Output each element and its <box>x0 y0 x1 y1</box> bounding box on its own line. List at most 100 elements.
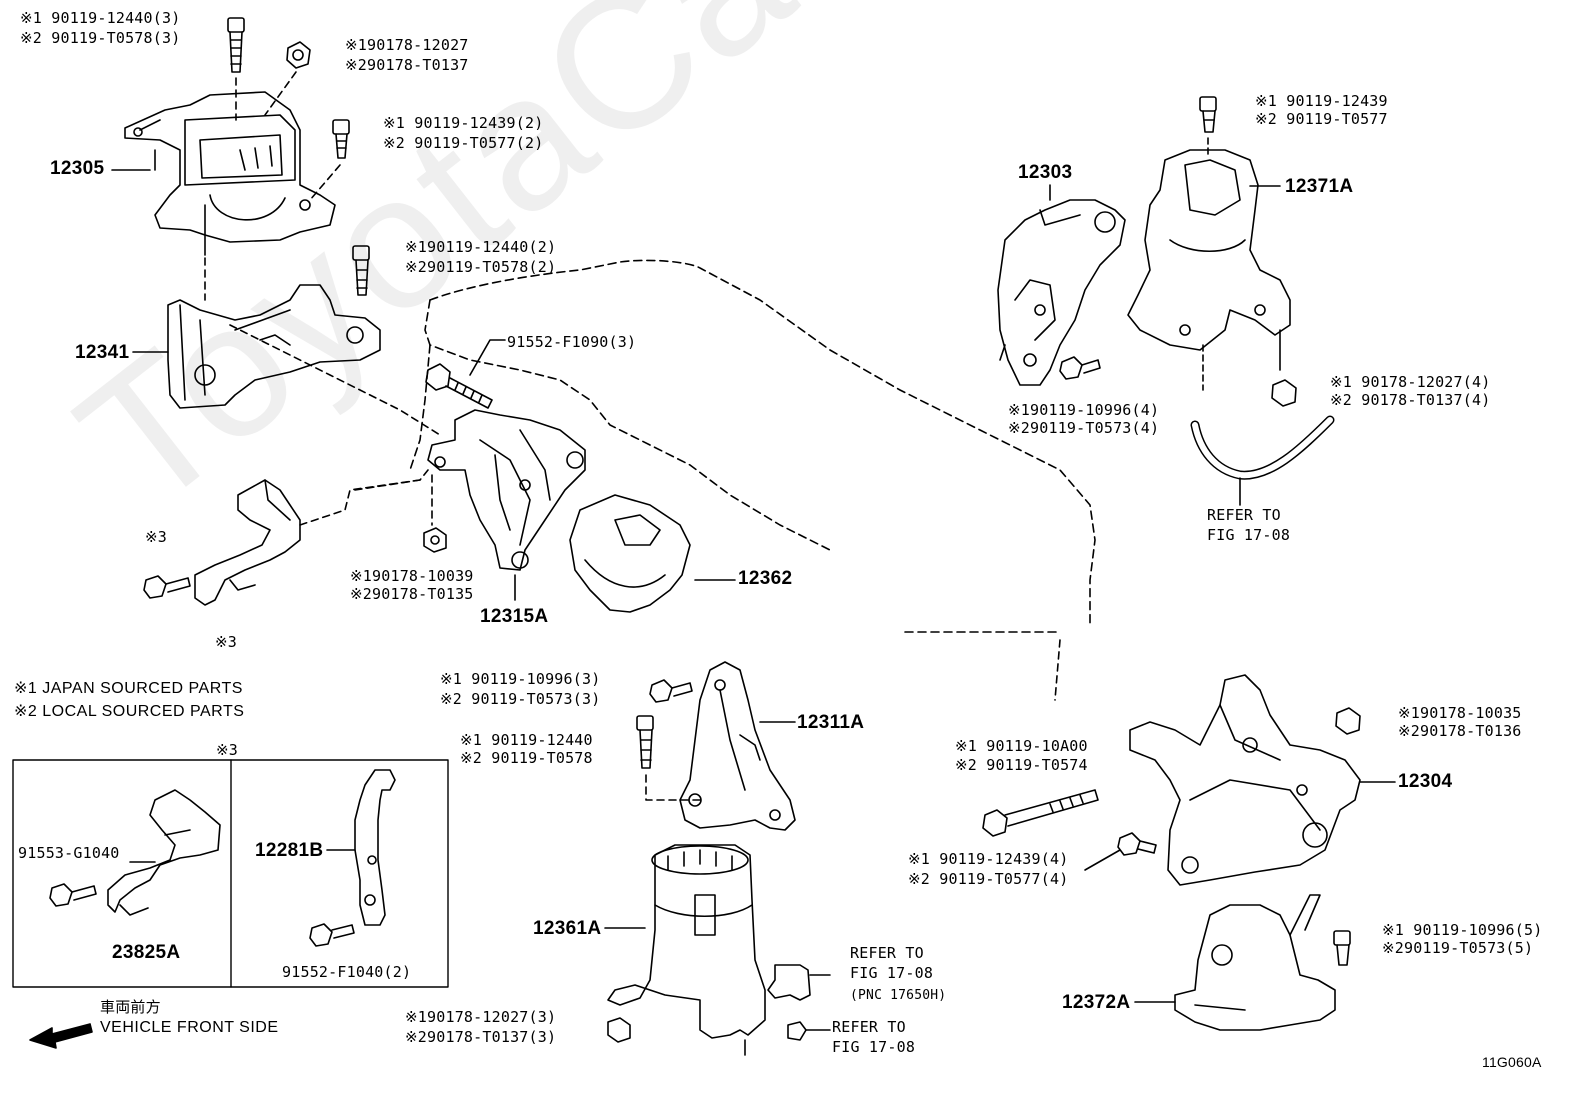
part-number-12315A: 12315A <box>480 606 549 627</box>
dash-nut <box>264 71 297 116</box>
label-nut-12361A-jp: ※190178-12027(3) <box>405 1008 557 1026</box>
label-mark3-clip: ※3 <box>215 633 237 651</box>
dash-bolt-side <box>309 164 341 201</box>
label-bolt-top-local: ※2 90119-T0578(3) <box>20 29 181 47</box>
bolt-90119-10A00 <box>982 789 1099 837</box>
bolt-12311A-side <box>649 679 693 703</box>
label-bolt-12311A-side-local: ※2 90119-T0573(3) <box>440 690 601 708</box>
refer-1-pnc: (PNC 17650H) <box>850 988 947 1003</box>
label-vehicle-front-side: VEHICLE FRONT SIDE <box>100 1019 279 1036</box>
dash-12304-engine <box>1054 639 1061 701</box>
part-12372A-drawing <box>1174 894 1336 1031</box>
part-number-12372A: 12372A <box>1062 992 1131 1013</box>
figure-code: 11G060A <box>1482 1054 1542 1070</box>
label-nut-12315A-local: ※290178-T0135 <box>350 585 474 603</box>
bolt-12341 <box>352 245 370 296</box>
label-nut-12304-local: ※290178-T0136 <box>1398 722 1522 740</box>
bolt-12303 <box>1059 356 1101 380</box>
label-bolt-12311A-jp: ※1 90119-12440 <box>460 731 593 749</box>
nut-12371A <box>1271 379 1297 407</box>
label-bolt-top-jp: ※1 90119-12440(3) <box>20 9 181 27</box>
label-bolt-12311A-local: ※2 90119-T0578 <box>460 749 593 767</box>
bolt-12311A <box>636 715 654 769</box>
part-12361A-drawing <box>607 844 766 1056</box>
refer-2-line1: REFER TO <box>832 1018 906 1036</box>
part-number-12341: 12341 <box>75 342 130 363</box>
label-bolt-12311A-side-jp: ※1 90119-10996(3) <box>440 670 601 688</box>
label-nut-12371A-local: ※2 90178-T0137(4) <box>1330 391 1491 409</box>
label-bolt-12304-jp: ※1 90119-12439(4) <box>908 850 1069 868</box>
engine-outline <box>429 259 1096 626</box>
bolt-91552-F1040 <box>309 923 355 947</box>
part-number-12305: 12305 <box>50 158 105 179</box>
label-nut-top-local: ※290178-T0137 <box>345 56 469 74</box>
label-front-jp: 車両前方 <box>100 998 161 1016</box>
label-bolt-12341-jp: ※190119-12440(2) <box>405 238 557 256</box>
dash-12311A <box>645 774 701 801</box>
label-bolt-12304-local: ※2 90119-T0577(4) <box>908 870 1069 888</box>
label-nut-12315A-jp: ※190178-10039 <box>350 567 474 585</box>
bolt-12305-side <box>332 119 350 159</box>
label-nut-top-jp: ※190178-12027 <box>345 36 469 54</box>
label-90119-10A00-jp: ※1 90119-10A00 <box>955 737 1088 755</box>
bolt-12304-lower <box>1117 832 1157 856</box>
label-91552-F1040: 91552-F1040(2) <box>282 963 412 981</box>
part-23825A-drawing <box>107 789 221 916</box>
leader-12304-lower <box>1084 849 1121 871</box>
label-91552-F1090: 91552-F1090(3) <box>507 333 637 351</box>
part-number-12281B: 12281B <box>255 840 324 861</box>
nut-12304 <box>1335 707 1361 735</box>
note-japan-sourced: ※1 JAPAN SOURCED PARTS <box>14 680 243 697</box>
label-90119-10A00-local: ※2 90119-T0574 <box>955 756 1088 774</box>
front-arrow-icon <box>29 1023 93 1049</box>
bolt-12372A <box>1333 930 1351 966</box>
part-clip-mark3 <box>194 479 301 606</box>
label-bolt-12303-local: ※290119-T0573(4) <box>1008 419 1160 437</box>
refer-1-line1: REFER TO <box>850 944 924 962</box>
part-12305-drawing <box>124 91 336 256</box>
nut-12315A <box>423 527 447 553</box>
part-number-23825A: 23825A <box>112 942 181 963</box>
label-nut-12371A-jp: ※1 90178-12027(4) <box>1330 373 1491 391</box>
label-91553-G1040: 91553-G1040 <box>18 844 120 862</box>
label-mark3-detail: ※3 <box>216 741 238 759</box>
part-12311A-drawing <box>679 661 796 831</box>
part-12362-drawing <box>569 494 691 613</box>
part-12315A-drawing <box>427 409 586 571</box>
refer-part-clip <box>787 1021 807 1041</box>
part-number-12304: 12304 <box>1398 771 1453 792</box>
label-bolt-12372A-local: ※290119-T0573(5) <box>1382 939 1534 957</box>
engine-outline-left <box>409 344 431 471</box>
label-nut-12361A-local: ※290178-T0137(3) <box>405 1028 557 1046</box>
label-bolt-12341-local: ※290119-T0578(2) <box>405 258 557 276</box>
part-number-12362: 12362 <box>738 568 793 589</box>
bolt-clip <box>143 575 191 599</box>
hose <box>1190 415 1335 480</box>
label-bolt-12372A-jp: ※1 90119-10996(5) <box>1382 921 1543 939</box>
label-bolt-side-local: ※2 90119-T0577(2) <box>383 134 544 152</box>
part-12281B-drawing <box>354 769 396 926</box>
refer-1-line2: FIG 17-08 <box>850 964 934 982</box>
dash-clip <box>299 479 421 526</box>
part-number-12303: 12303 <box>1018 162 1073 183</box>
refer-3-line1: REFER TO <box>1207 506 1281 524</box>
nut-12361A <box>607 1017 631 1043</box>
part-12303-drawing <box>997 199 1126 386</box>
part-number-12371A: 12371A <box>1285 176 1354 197</box>
leader-91552-F1090 <box>469 339 506 376</box>
part-12341-drawing <box>167 284 381 409</box>
refer-2-line2: FIG 17-08 <box>832 1038 916 1056</box>
label-bolt-side-jp: ※1 90119-12439(2) <box>383 114 544 132</box>
bolt-91552-F1090 <box>425 363 493 409</box>
bolt-12371A <box>1199 96 1217 133</box>
label-bolt-12371A-jp: ※1 90119-12439 <box>1255 92 1388 110</box>
bolt-91553 <box>49 883 97 907</box>
part-number-12361A: 12361A <box>533 918 602 939</box>
refer-part-sensor <box>767 964 831 1001</box>
part-number-12311A: 12311A <box>797 712 865 733</box>
label-bolt-12371A-local: ※2 90119-T0577 <box>1255 110 1388 128</box>
label-mark3-bolt: ※3 <box>145 528 167 546</box>
note-local-sourced: ※2 LOCAL SOURCED PARTS <box>14 703 245 720</box>
